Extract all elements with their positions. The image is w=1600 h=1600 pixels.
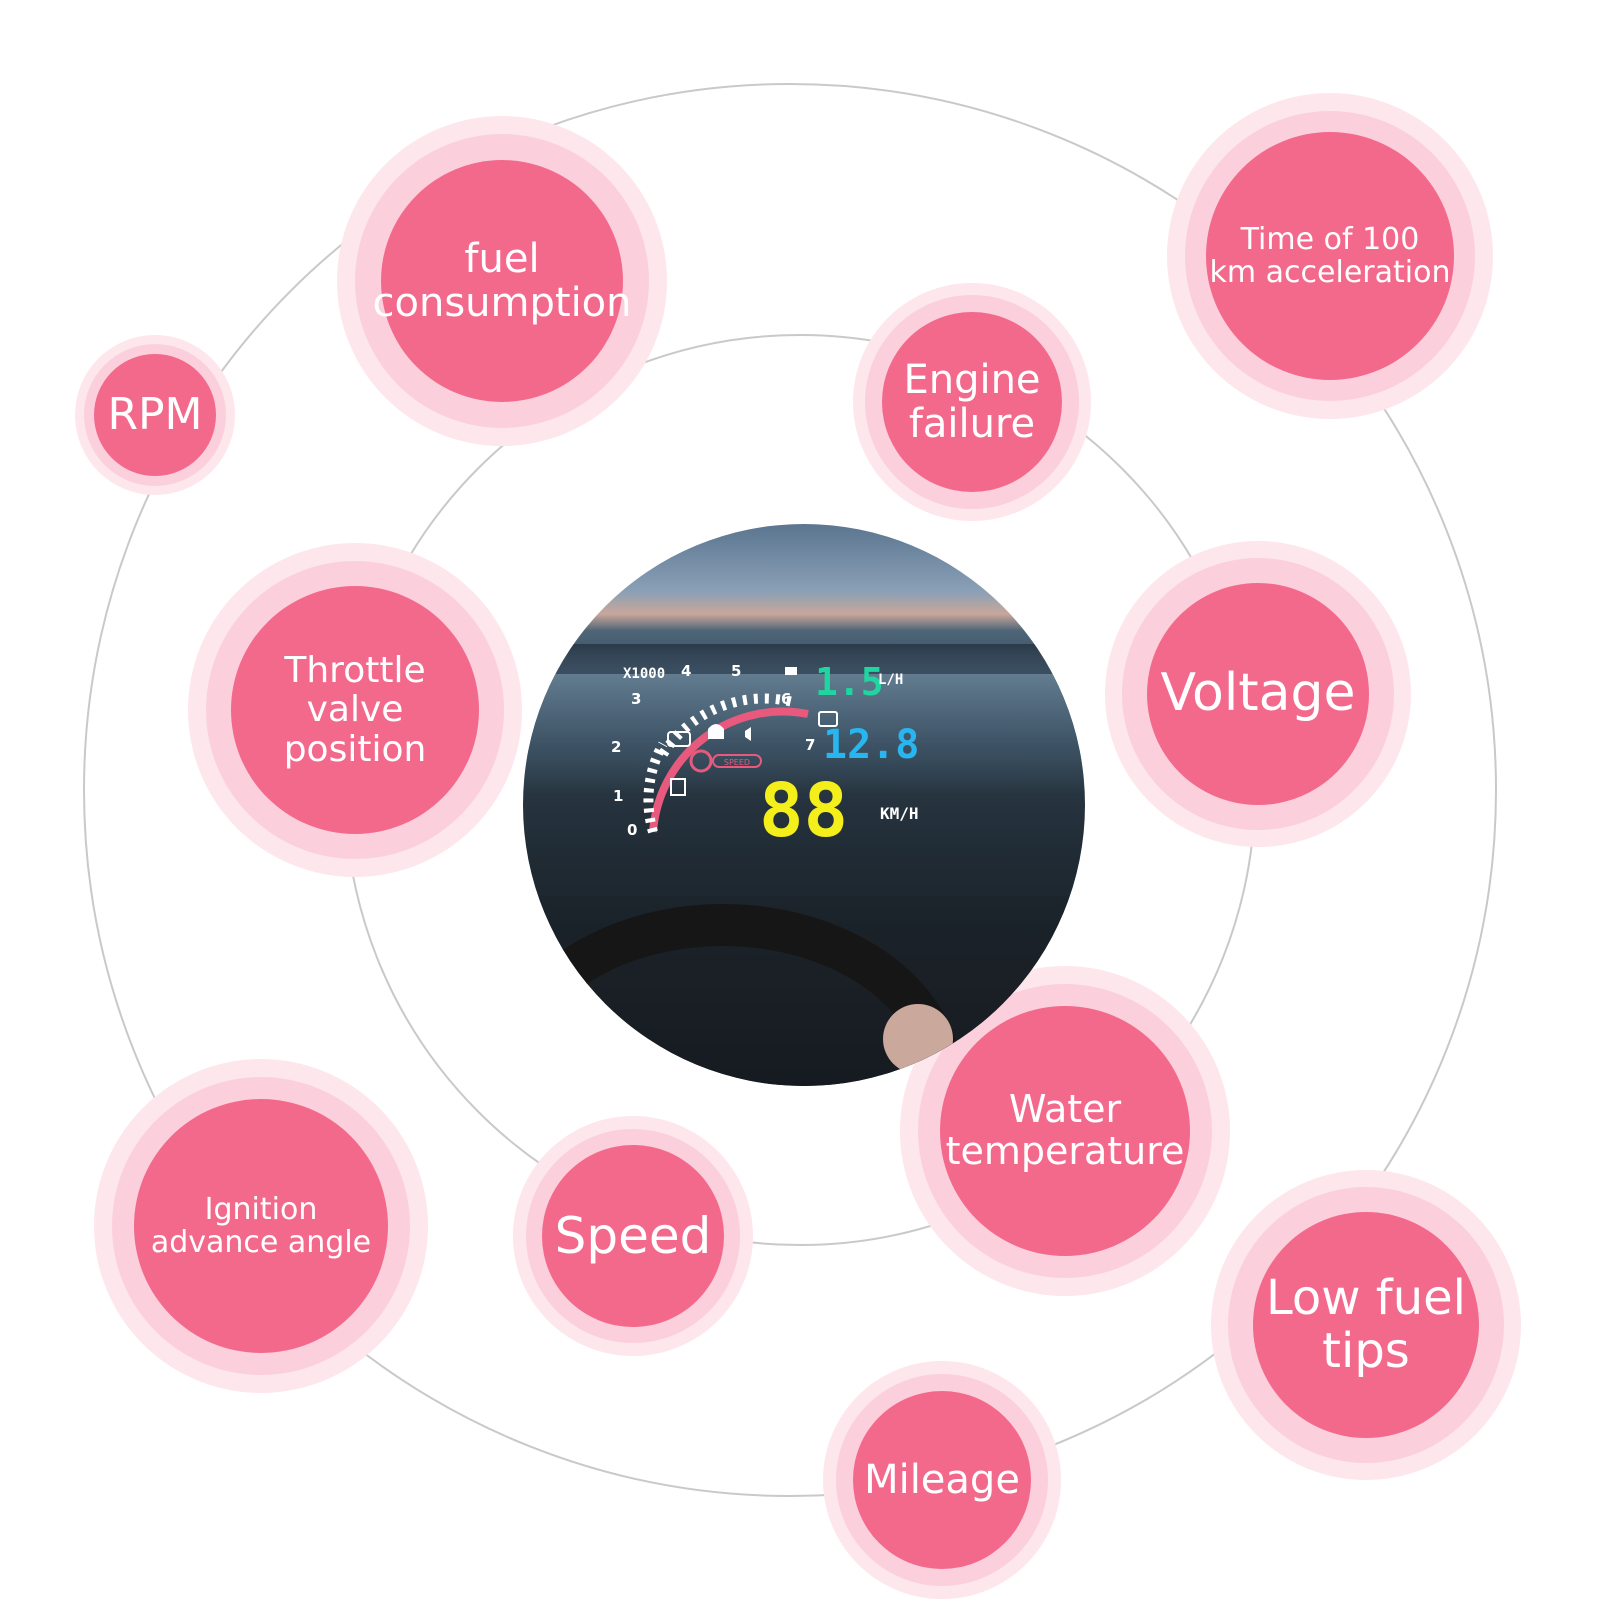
skyline xyxy=(523,644,1085,672)
feature-fuel-consumption: fuel consumption xyxy=(337,116,667,446)
rpm-tick-3: 3 xyxy=(631,690,642,708)
speed-value: 88 xyxy=(759,768,849,854)
outer-orbit xyxy=(83,83,1497,1497)
hand xyxy=(883,1004,953,1074)
fuel-consumption-value: 1.5 xyxy=(815,660,884,704)
engine-icon xyxy=(667,731,691,747)
feature-label: Mileage xyxy=(864,1457,1020,1503)
rpm-arc xyxy=(649,707,809,833)
feature-ignition-angle: Ignition advance angle xyxy=(94,1059,428,1393)
feature-mileage: Mileage xyxy=(823,1361,1061,1599)
warning-icon xyxy=(689,749,713,773)
feature-engine-failure: Engine failure xyxy=(853,283,1091,521)
feature-label: Voltage xyxy=(1160,663,1356,724)
fuel-icon xyxy=(785,667,797,675)
speaker-icon xyxy=(745,727,751,741)
speed-warning-badge xyxy=(712,754,762,768)
road-background xyxy=(523,674,1085,794)
feature-label: Low fuel tips xyxy=(1266,1270,1466,1379)
coffee-icon xyxy=(708,724,724,739)
feature-water-temperature: Water temperature xyxy=(900,966,1230,1296)
feature-label: Ignition advance angle xyxy=(150,1192,372,1260)
feature-label: Speed xyxy=(554,1206,712,1265)
rpm-tick-4: 4 xyxy=(681,662,692,680)
rpm-gauge: SPEED xyxy=(643,667,838,834)
rpm-scale xyxy=(643,741,668,834)
rpm-tick-0: 0 xyxy=(627,821,638,839)
fuel-consumption-unit: L/H xyxy=(878,672,904,688)
fuel-pump-icon xyxy=(670,778,686,796)
feature-throttle-position: Throttle valve position xyxy=(188,543,522,877)
feature-voltage: Voltage xyxy=(1105,541,1411,847)
rpm-tick-1: 1 xyxy=(613,787,624,805)
battery-icon xyxy=(818,711,838,727)
feature-label: fuel consumption xyxy=(372,236,632,326)
feature-speed: Speed xyxy=(513,1116,753,1356)
rpm-tick-2: 2 xyxy=(611,738,622,756)
rpm-multiplier: X1000 xyxy=(623,666,666,682)
feature-label: RPM xyxy=(107,388,203,440)
feature-acceleration-time: Time of 100 km acceleration xyxy=(1167,93,1493,419)
feature-label: Water temperature xyxy=(945,1087,1185,1173)
rpm-tick-6: 6 xyxy=(781,690,792,708)
hud-display-photo: SPEED X1000 0 1 2 3 4 5 6 7 1.5 L/H 12.8… xyxy=(523,524,1085,1086)
feature-label: Engine failure xyxy=(903,357,1041,447)
voltage-value: 12.8 xyxy=(823,722,920,768)
rpm-tick-5: 5 xyxy=(731,662,742,680)
feature-label: Time of 100 km acceleration xyxy=(1209,222,1451,290)
rpm-tick-7: 7 xyxy=(805,736,816,754)
speed-unit: KM/H xyxy=(880,804,919,823)
feature-rpm: RPM xyxy=(75,335,235,495)
speed-warning-text: SPEED xyxy=(724,758,750,767)
feature-label: Throttle valve position xyxy=(283,649,427,770)
feature-low-fuel-tips: Low fuel tips xyxy=(1211,1170,1521,1480)
